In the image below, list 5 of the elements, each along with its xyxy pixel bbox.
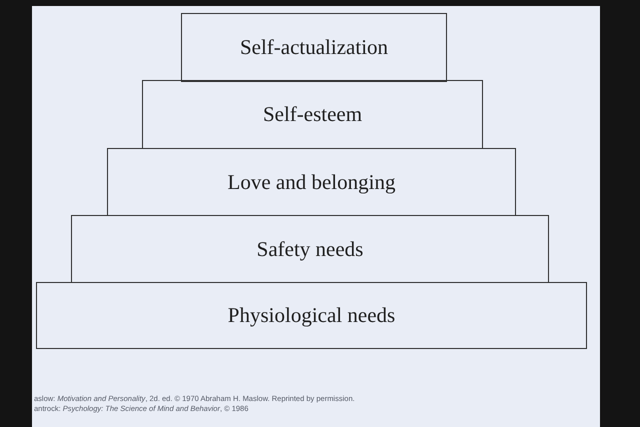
pyramid-tier: Self-actualization — [181, 13, 447, 82]
pyramid-tier: Safety needs — [71, 215, 549, 283]
pyramid-tier: Self-esteem — [142, 80, 483, 149]
pyramid-tier: Physiological needs — [36, 282, 587, 349]
pyramid-tier: Love and belonging — [107, 148, 516, 216]
